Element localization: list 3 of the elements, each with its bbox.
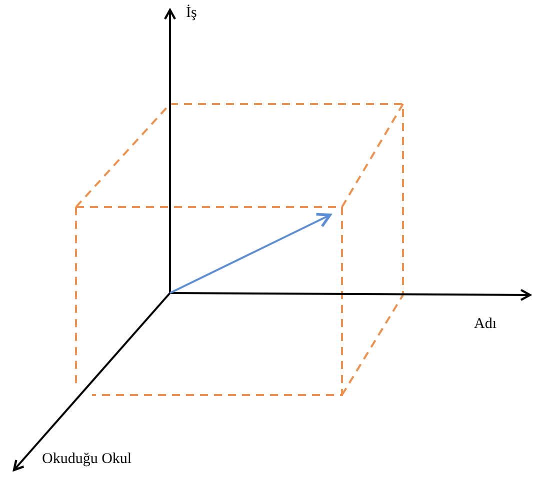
axis-label: Okuduğu Okul bbox=[42, 452, 132, 467]
axis-label: İş bbox=[186, 6, 197, 21]
axis-label: Adı bbox=[474, 317, 496, 332]
